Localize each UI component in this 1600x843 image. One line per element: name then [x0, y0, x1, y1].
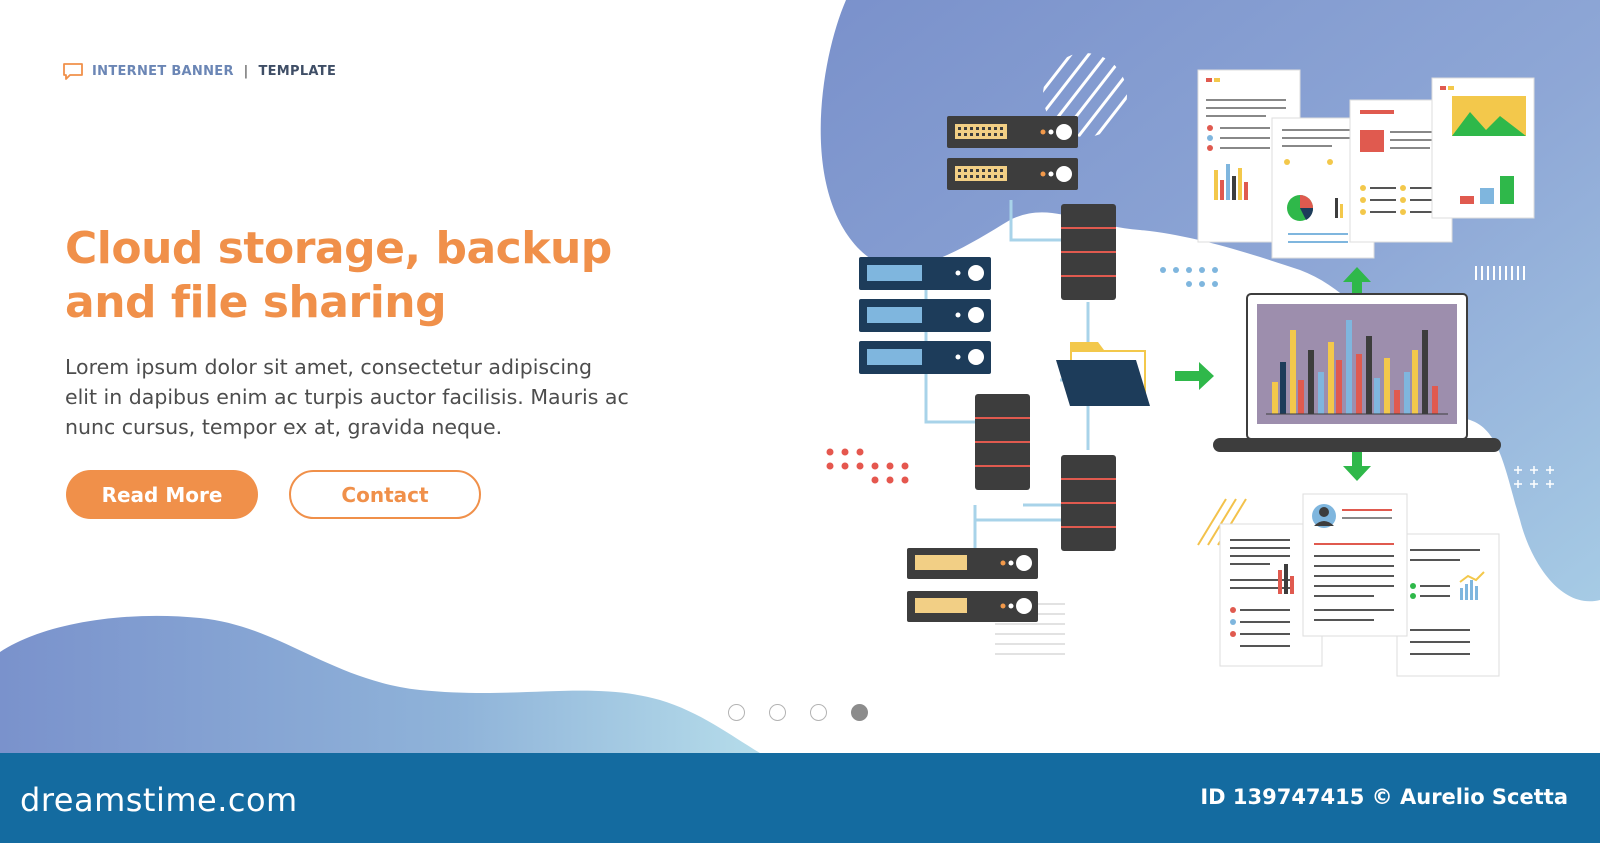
server-icon: [859, 257, 991, 290]
database-icon: [1061, 455, 1116, 551]
server-icon: [947, 158, 1078, 190]
hero-title: Cloud storage, backup and file sharing: [65, 222, 665, 330]
server-icon: [907, 548, 1038, 579]
server-icon: [907, 591, 1038, 622]
banner-label: INTERNET BANNER | TEMPLATE: [62, 62, 336, 80]
server-icon: [859, 341, 991, 374]
carousel-dot-2[interactable]: [769, 704, 786, 721]
arrow-icon: [1175, 362, 1214, 390]
carousel-dot-4[interactable]: [851, 704, 868, 721]
decor-plus-grid: [1514, 466, 1554, 488]
decor-dots-blue: [1160, 267, 1218, 287]
footer-credit: ID 139747415 © Aurelio Scetta: [1200, 785, 1568, 809]
document-icon: [1302, 493, 1408, 637]
hero-description-line: Lorem ipsum dolor sit amet, consectetur …: [65, 355, 593, 379]
decor-lines-white: [1475, 266, 1525, 280]
contact-button[interactable]: Contact: [289, 470, 481, 519]
decor-dots-red: [826, 448, 909, 484]
arrow-icon: [1343, 442, 1371, 481]
hero-description: Lorem ipsum dolor sit amet, consectetur …: [65, 352, 665, 442]
banner-label-secondary: TEMPLATE: [258, 63, 337, 79]
hero-description-line: elit in dapibus enim ac turpis auctor fa…: [65, 385, 629, 409]
carousel-dot-1[interactable]: [728, 704, 745, 721]
arrow-icon: [1343, 267, 1371, 304]
background-blob-bottom-left: [0, 615, 760, 753]
document-icon: [1431, 77, 1535, 219]
document-icon: [1396, 533, 1500, 677]
carousel-indicator: [728, 704, 868, 721]
hero-title-line: and file sharing: [65, 277, 447, 328]
laptop-icon: [1213, 293, 1501, 452]
database-icon: [1061, 204, 1116, 300]
banner-label-separator: |: [243, 63, 249, 79]
footer-brand[interactable]: dreamstime.com: [20, 781, 298, 819]
server-icon: [859, 299, 991, 332]
carousel-dot-3[interactable]: [810, 704, 827, 721]
chat-bubble-icon: [63, 63, 83, 80]
server-icon: [947, 116, 1078, 148]
hero-title-line: Cloud storage, backup: [65, 223, 612, 274]
footer-bar: dreamstime.com ID 139747415 © Aurelio Sc…: [0, 753, 1600, 843]
database-icon: [975, 394, 1030, 490]
hero-description-line: nunc cursus, tempor ex at, gravida neque…: [65, 415, 503, 439]
folder-icon: [1056, 342, 1150, 406]
banner-label-primary: INTERNET BANNER: [92, 63, 234, 79]
read-more-button[interactable]: Read More: [66, 470, 258, 519]
laptop-bar-chart: [1266, 320, 1448, 415]
